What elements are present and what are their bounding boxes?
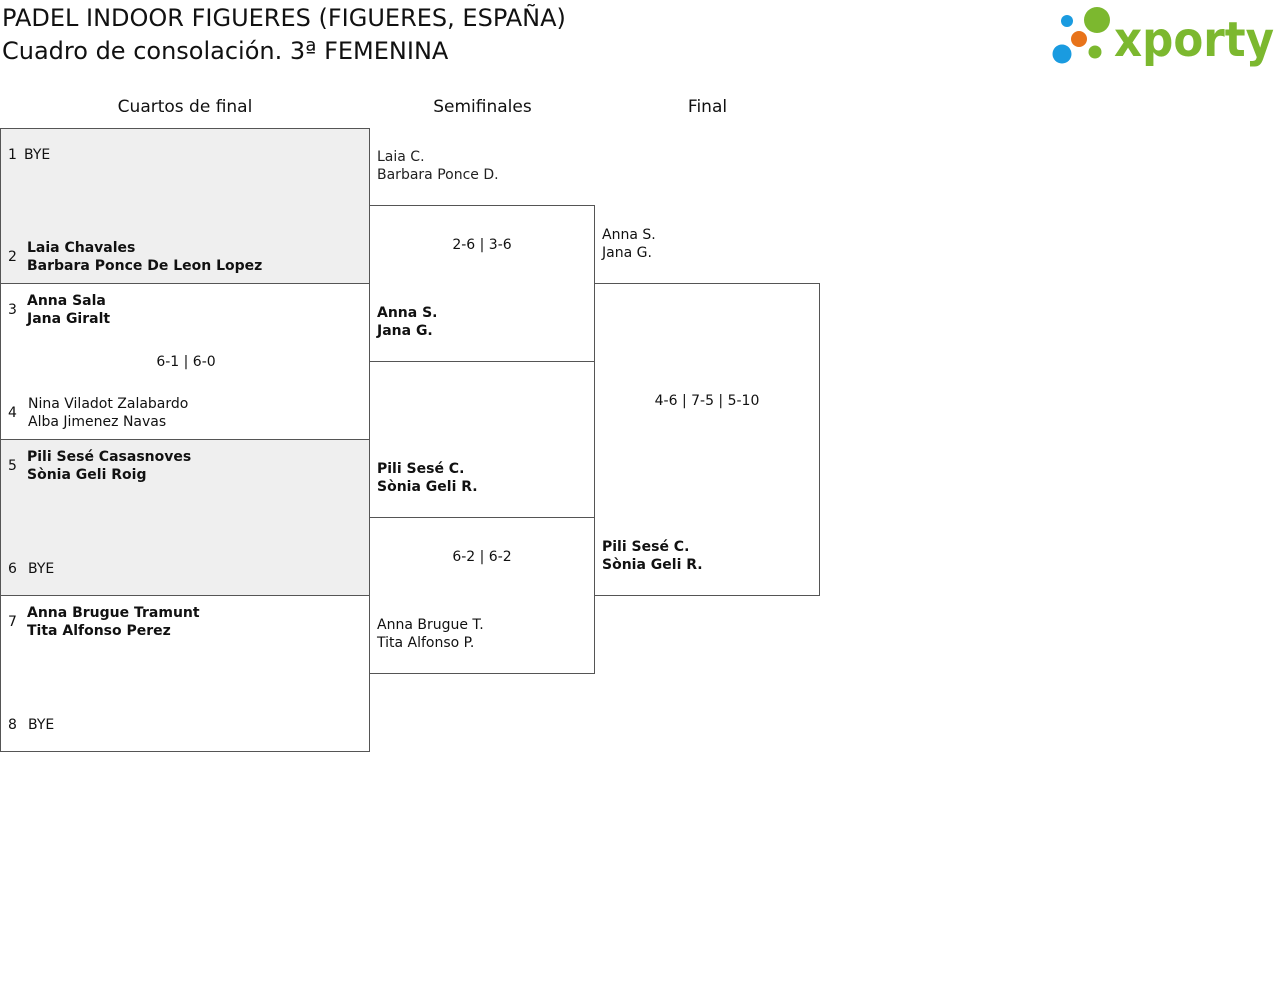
seed-number: 4	[8, 405, 17, 421]
logo-dot-blue-large	[1052, 44, 1072, 64]
player-name: Nina Viladot Zalabardo	[28, 396, 189, 412]
team-slot-winner: Anna S. Jana G.	[377, 304, 438, 340]
seed-number: 3	[8, 302, 17, 318]
quarterfinal-match-4: 7 Anna Brugue Tramunt Tita Alfonso Perez…	[0, 595, 370, 752]
match-score: 4-6 | 7-5 | 5-10	[654, 393, 760, 409]
player-name: Tita Alfonso P.	[377, 635, 475, 651]
seed-number: 5	[8, 458, 17, 474]
player-name: Sònia Geli Roig	[27, 467, 147, 483]
player-name: Alba Jimenez Navas	[28, 414, 167, 430]
player-name: Sònia Geli R.	[377, 479, 478, 495]
xporty-logo[interactable]: xporty	[1050, 4, 1276, 68]
player-name: Pili Sesé Casasnoves	[27, 449, 192, 465]
seed-number: 2	[8, 249, 17, 265]
match-score: 6-2 | 6-2	[452, 549, 512, 565]
team-slot: Anna Brugue T. Tita Alfonso P.	[377, 616, 484, 652]
semifinal-1-team-top: Laia C. Barbara Ponce D.	[377, 148, 499, 184]
page-subtitle: Cuadro de consolación. 3ª FEMENINA	[2, 37, 449, 65]
player-name: Pili Sesé C.	[602, 539, 690, 555]
team-slot: Nina Viladot Zalabardo Alba Jimenez Nava…	[28, 395, 188, 431]
player-name: Jana G.	[377, 323, 433, 339]
seed-number: 6	[8, 561, 17, 577]
logo-text: xporty	[1114, 12, 1274, 68]
match-score: 6-1 | 6-0	[156, 354, 216, 370]
semifinal-match-1: 2-6 | 3-6 Anna S. Jana G.	[369, 205, 595, 362]
player-name: BYE	[28, 561, 55, 577]
player-name: Anna S.	[377, 305, 438, 321]
page-title: PADEL INDOOR FIGUERES (FIGUERES, ESPAÑA)	[2, 4, 566, 32]
player-name: Tita Alfonso Perez	[27, 623, 171, 639]
seed-number: 1	[8, 147, 17, 163]
player-name: BYE	[24, 147, 51, 163]
team-slot-winner: Anna Brugue Tramunt Tita Alfonso Perez	[27, 604, 200, 640]
logo-dot-green-small	[1088, 45, 1102, 59]
logo-dot-blue-small	[1061, 15, 1073, 27]
player-name: Jana G.	[602, 245, 652, 261]
player-name: Jana Giralt	[27, 311, 111, 327]
player-name: Barbara Ponce D.	[377, 167, 499, 183]
team-slot-winner: Pili Sesé C. Sònia Geli R.	[602, 538, 703, 574]
team-slot: BYE	[24, 146, 50, 164]
semifinal-match-2: 6-2 | 6-2 Anna Brugue T. Tita Alfonso P.	[369, 517, 595, 674]
column-header-final: Final	[687, 97, 728, 117]
player-name: Anna Brugue Tramunt	[27, 605, 200, 621]
column-header-quarterfinals: Cuartos de final	[117, 97, 253, 117]
player-name: Laia C.	[377, 149, 425, 165]
team-slot-winner: Pili Sesé Casasnoves Sònia Geli Roig	[27, 448, 191, 484]
logo-dot-orange	[1071, 31, 1087, 47]
player-name: BYE	[28, 717, 55, 733]
player-name: Anna S.	[602, 227, 656, 243]
team-slot: BYE	[28, 560, 54, 578]
team-slot-winner: Laia Chavales Barbara Ponce De Leon Lope…	[27, 239, 262, 275]
player-name: Barbara Ponce De Leon Lopez	[27, 258, 263, 274]
seed-number: 7	[8, 614, 17, 630]
semifinal-2-team-top-winner: Pili Sesé C. Sònia Geli R.	[377, 460, 478, 496]
quarterfinal-match-2: 3 Anna Sala Jana Giralt 6-1 | 6-0 4 Nina…	[0, 283, 370, 440]
match-score: 2-6 | 3-6	[452, 237, 512, 253]
player-name: Anna Sala	[27, 293, 106, 309]
player-name: Sònia Geli R.	[602, 557, 703, 573]
player-name: Anna Brugue T.	[377, 617, 484, 633]
team-slot: BYE	[28, 716, 54, 734]
quarterfinal-match-1: 1 BYE 2 Laia Chavales Barbara Ponce De L…	[0, 128, 370, 284]
logo-dot-green-large	[1084, 7, 1110, 33]
quarterfinal-match-3: 5 Pili Sesé Casasnoves Sònia Geli Roig 6…	[0, 439, 370, 596]
player-name: Laia Chavales	[27, 240, 136, 256]
final-match: 4-6 | 7-5 | 5-10 Pili Sesé C. Sònia Geli…	[594, 283, 820, 596]
seed-number: 8	[8, 717, 17, 733]
player-name: Pili Sesé C.	[377, 461, 465, 477]
final-team-top: Anna S. Jana G.	[602, 226, 656, 262]
column-header-semifinals: Semifinales	[433, 97, 532, 117]
team-slot-winner: Anna Sala Jana Giralt	[27, 292, 110, 328]
